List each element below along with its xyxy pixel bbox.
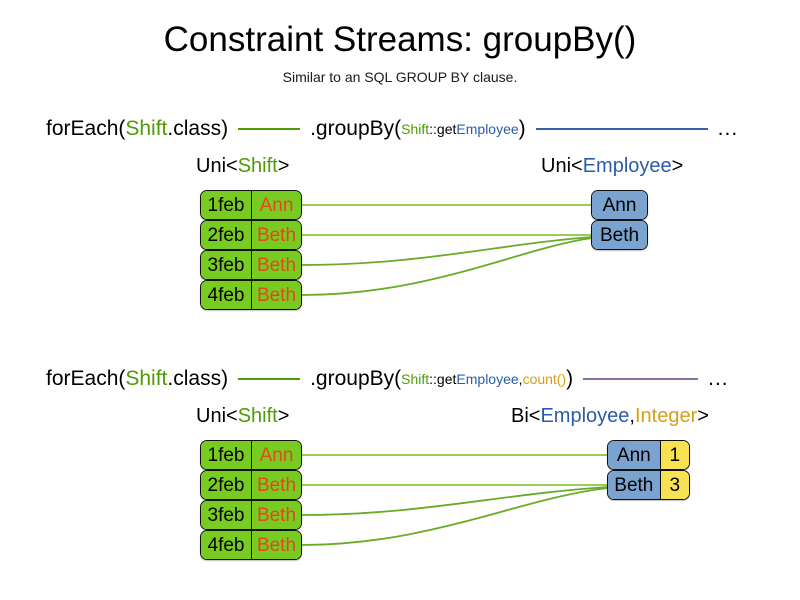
type-prefix: Uni< bbox=[196, 155, 238, 177]
downstream-connector-purple bbox=[583, 378, 699, 380]
group-result-row[interactable]: Beth 3 bbox=[607, 470, 690, 500]
shift-fact-row[interactable]: 3feb Beth bbox=[200, 500, 302, 530]
left-type-label-2: Uni<Shift> bbox=[196, 403, 289, 429]
class-literal: .class) bbox=[167, 117, 229, 140]
type-suffix: > bbox=[277, 405, 290, 427]
shift-date-cell: 2feb bbox=[201, 471, 251, 499]
shift-token: Shift bbox=[125, 117, 168, 140]
method-ref-owner: Shift bbox=[401, 371, 430, 387]
type-prefix: Uni< bbox=[541, 155, 583, 177]
shift-date-cell: 1feb bbox=[201, 191, 251, 219]
method-ref-owner: Shift bbox=[401, 121, 430, 137]
shift-date-cell: 2feb bbox=[201, 221, 251, 249]
shift-fact-row[interactable]: 2feb Beth bbox=[200, 220, 302, 250]
shift-employee-cell: Ann bbox=[250, 441, 301, 469]
group-by-close-paren: ) bbox=[518, 117, 526, 140]
code-line-1: forEach(Shift.class) .groupBy(Shift::get… bbox=[46, 115, 738, 143]
type-suffix: > bbox=[277, 155, 290, 177]
group-by-keyword: .groupBy( bbox=[310, 117, 402, 140]
class-literal: .class) bbox=[167, 367, 229, 390]
type-generic-shift: Shift bbox=[237, 155, 278, 177]
ellipsis-2: ... bbox=[708, 367, 729, 390]
shift-fact-row[interactable]: 4feb Beth bbox=[200, 530, 302, 560]
group-by-keyword: .groupBy( bbox=[310, 367, 402, 390]
shift-date-cell: 4feb bbox=[201, 531, 251, 559]
method-ref-property: Employee bbox=[456, 121, 519, 137]
shift-date-cell: 3feb bbox=[201, 501, 251, 529]
shift-date-cell: 1feb bbox=[201, 441, 251, 469]
shift-employee-cell: Beth bbox=[250, 251, 301, 279]
left-type-label-1: Uni<Shift> bbox=[196, 153, 289, 179]
stream-connector-green bbox=[238, 128, 301, 130]
for-each-keyword: forEach( bbox=[46, 117, 126, 140]
right-type-label-2: Bi<Employee, Integer> bbox=[511, 403, 709, 429]
employee-fact-row[interactable]: Ann bbox=[591, 190, 648, 220]
shift-date-cell: 3feb bbox=[201, 251, 251, 279]
page-title: Constraint Streams: groupBy() bbox=[163, 20, 637, 59]
group-count-cell: 3 bbox=[659, 471, 689, 499]
page-subtitle: Similar to an SQL GROUP BY clause. bbox=[282, 69, 518, 85]
shift-employee-cell: Beth bbox=[250, 531, 301, 559]
type-generic-integer: Integer bbox=[634, 405, 698, 427]
employee-fact-row[interactable]: Beth bbox=[591, 220, 648, 250]
argument-separator: , bbox=[518, 371, 523, 387]
code-line-2: forEach(Shift.class) .groupBy(Shift::get… bbox=[46, 365, 729, 393]
downstream-connector-blue bbox=[535, 128, 708, 130]
shift-employee-cell: Beth bbox=[250, 281, 301, 309]
type-generic-employee: Employee bbox=[540, 405, 630, 427]
shift-date-cell: 4feb bbox=[201, 281, 251, 309]
group-key-cell: Beth bbox=[608, 471, 660, 499]
type-generic-separator: , bbox=[629, 405, 635, 427]
stream-connector-green bbox=[238, 378, 301, 380]
type-generic-shift: Shift bbox=[237, 405, 278, 427]
collector-count: count() bbox=[522, 371, 567, 387]
right-type-label-1: Uni<Employee> bbox=[541, 153, 683, 179]
type-prefix: Uni< bbox=[196, 405, 238, 427]
method-ref-property: Employee bbox=[456, 371, 519, 387]
for-each-keyword: forEach( bbox=[46, 367, 126, 390]
type-suffix: > bbox=[697, 405, 709, 427]
shift-fact-row[interactable]: 1feb Ann bbox=[200, 440, 302, 470]
method-ref-separator: ::get bbox=[429, 121, 457, 137]
group-key-cell: Ann bbox=[608, 441, 660, 469]
type-prefix: Bi< bbox=[511, 405, 541, 427]
ellipsis-1: ... bbox=[717, 117, 739, 140]
group-by-close-paren: ) bbox=[566, 367, 574, 390]
shift-employee-cell: Ann bbox=[250, 191, 301, 219]
employee-name-cell: Ann bbox=[592, 191, 647, 219]
shift-fact-row[interactable]: 1feb Ann bbox=[200, 190, 302, 220]
group-count-cell: 1 bbox=[659, 441, 689, 469]
employee-name-cell: Beth bbox=[592, 221, 647, 249]
type-suffix: > bbox=[671, 155, 684, 177]
type-generic-employee: Employee bbox=[582, 155, 672, 177]
shift-fact-row[interactable]: 3feb Beth bbox=[200, 250, 302, 280]
shift-employee-cell: Beth bbox=[250, 501, 301, 529]
shift-fact-row[interactable]: 4feb Beth bbox=[200, 280, 302, 310]
group-result-row[interactable]: Ann 1 bbox=[607, 440, 690, 470]
shift-fact-row[interactable]: 2feb Beth bbox=[200, 470, 302, 500]
shift-employee-cell: Beth bbox=[250, 221, 301, 249]
method-ref-separator: ::get bbox=[429, 371, 457, 387]
shift-employee-cell: Beth bbox=[250, 471, 301, 499]
shift-token: Shift bbox=[125, 367, 168, 390]
